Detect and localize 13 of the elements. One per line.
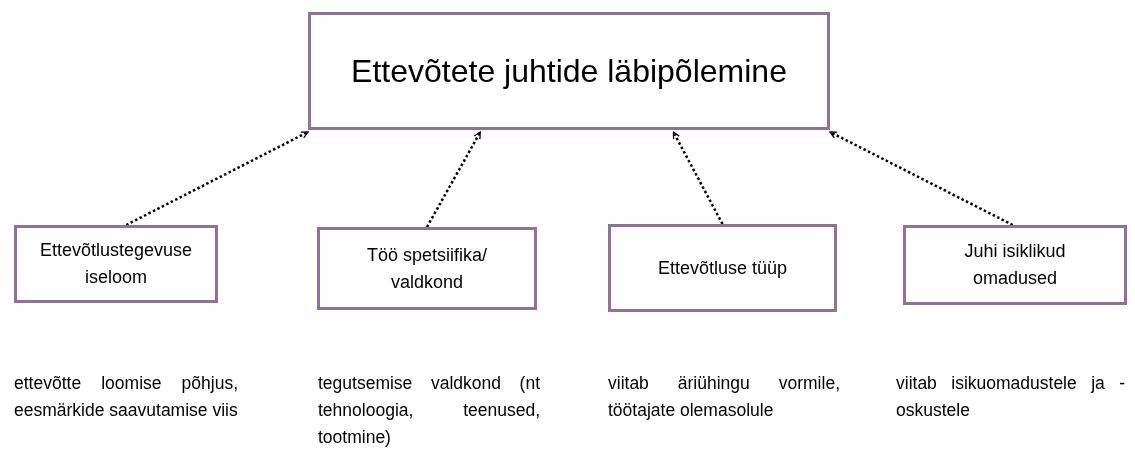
dotted-arrow xyxy=(829,130,1014,227)
description-text: ettevõtte loomise põhjus, eesmärkide saavutamise viis xyxy=(14,372,238,422)
description-text: viitab isikuomadustele ja -oskustele xyxy=(896,372,1125,422)
factor-box: Töö spetsiifika/ valdkond xyxy=(317,227,537,310)
dotted-arrow xyxy=(125,130,309,227)
dotted-arrow xyxy=(672,131,724,225)
title-box: Ettevõtete juhtide läbipõlemine xyxy=(308,12,830,130)
factor-box: Ettevõtluse tüüp xyxy=(608,224,837,312)
description-text: viitab äriühingu vormile, töötajate olemasolule xyxy=(608,372,840,422)
factor-box: Juhi isiklikud omadused xyxy=(903,225,1127,305)
factor-box: Ettevõtlustegevuse iseloom xyxy=(14,225,218,303)
description-text: tegutsemise valdkond (nt tehnoloogia, teenused, tootmine) xyxy=(318,372,540,449)
dotted-arrow xyxy=(425,131,482,228)
